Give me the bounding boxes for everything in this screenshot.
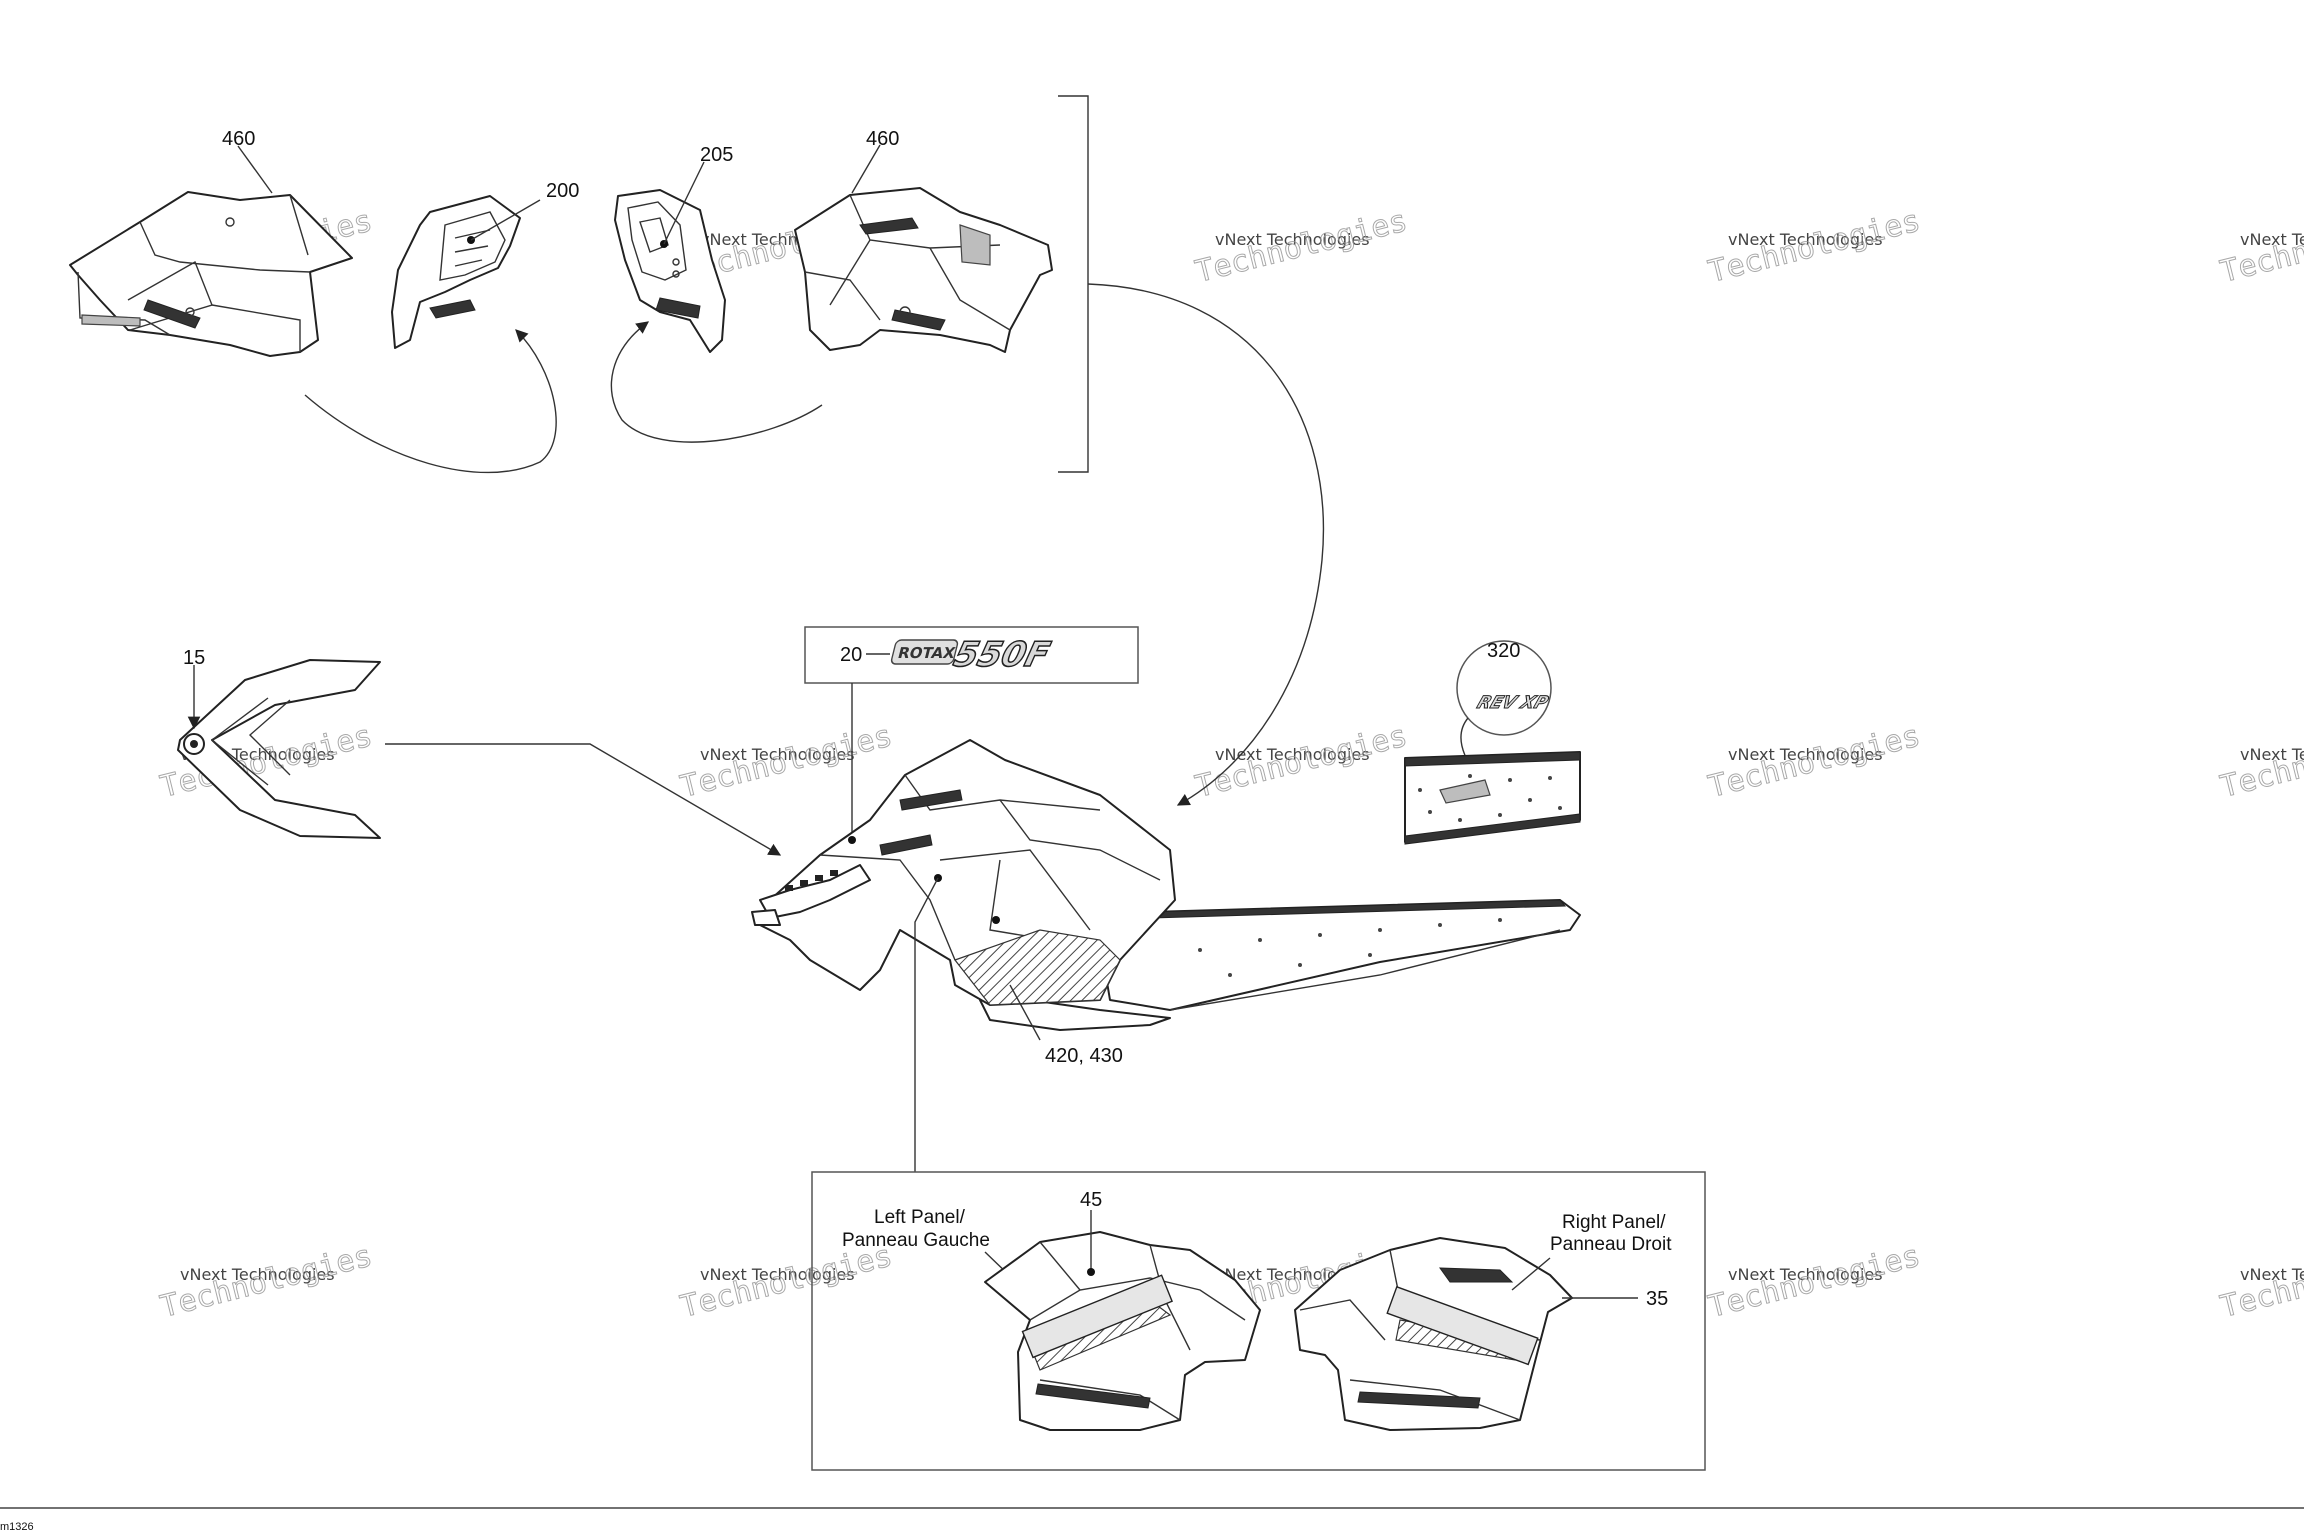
nose-cap-group: 15 — [177, 647, 782, 856]
main-sled-body — [751, 739, 1581, 1031]
figure-reference: m1326 — [0, 1521, 34, 1533]
callout-15: 15 — [183, 647, 205, 669]
svg-text:vNext Technologies: vNext Technologies — [1728, 745, 1883, 764]
watermark: vNext Technologies Technologies — [2216, 1238, 2304, 1325]
svg-text:ROTAX: ROTAX — [896, 644, 957, 662]
xp-logo: REV XP — [1474, 693, 1552, 713]
svg-text:vNext Technologies: vNext Technologies — [2240, 230, 2304, 249]
svg-text:vNext Technologies: vNext Technologies — [2240, 1265, 2304, 1284]
svg-text:vNext Technologies: vNext Technologies — [700, 745, 855, 764]
side-panels-box: Left Panel/ Panneau Gauche 45 Right Pane… — [811, 1171, 1706, 1471]
watermark: vNext Technologies Technologies — [676, 1238, 896, 1325]
callout-460-right: 460 — [866, 128, 899, 150]
watermark: vNext Technologies Technologies — [156, 1238, 376, 1325]
svg-text:REV XP: REV XP — [1474, 693, 1551, 712]
right-panel-label: Right Panel/ — [1562, 1212, 1666, 1233]
callout-20: 20 — [840, 644, 862, 666]
rotax-decal-box: 20 ROTAX 550F — [804, 626, 1139, 840]
watermark-layer: vNext Technologies Technologies vNext Te… — [156, 203, 2304, 1325]
svg-text:550F: 550F — [950, 635, 1054, 674]
inner-panel-205 — [614, 189, 726, 353]
svg-text:Technologies: Technologies — [2217, 203, 2304, 289]
callout-320: 320 — [1487, 640, 1520, 662]
callout-460-left: 460 — [222, 128, 255, 150]
right-panel-label-fr: Panneau Droit — [1550, 1234, 1672, 1255]
callout-420-430: 420, 430 — [1045, 1045, 1123, 1067]
xp-decal-group: 320 REV XP — [1404, 640, 1581, 845]
left-panel-label: Left Panel/ — [874, 1207, 966, 1228]
svg-text:vNext Technologies: vNext Technologies — [1215, 745, 1370, 764]
callout-35: 35 — [1646, 1288, 1668, 1310]
svg-text:vNext Technologies: vNext Technologies — [2240, 745, 2304, 764]
watermark: vNext Technologies Technologies — [1704, 203, 1924, 290]
side-panel-left — [69, 191, 353, 357]
svg-text:Technologies: Technologies — [2217, 1238, 2304, 1324]
watermark: vNext Technologies Technologies — [2216, 718, 2304, 805]
left-side-panel — [984, 1231, 1261, 1431]
rotax-logo: ROTAX 550F — [890, 635, 1055, 676]
callout-205: 205 — [700, 144, 733, 166]
svg-text:vNext Technologies: vNext Technologies — [700, 1265, 855, 1284]
inner-panel-200 — [391, 195, 521, 349]
svg-text:vNext Technologies: vNext Technologies — [1215, 230, 1370, 249]
svg-text:vNext Technologies: vNext Technologies — [180, 1265, 335, 1284]
left-panel-label-fr: Panneau Gauche — [842, 1230, 990, 1251]
watermark: vNext Technologies Technologies — [1191, 718, 1411, 805]
watermark: vNext Technologies Technologies — [1191, 203, 1411, 290]
watermark: vNext Technologies Technologies — [676, 718, 896, 805]
upper-panels-group: 460 200 205 — [69, 95, 1325, 806]
side-panel-right — [794, 187, 1053, 353]
panel-logo-left — [1021, 1274, 1173, 1359]
watermark: vNext Technologies Technologies — [1704, 1238, 1924, 1325]
svg-text:vNext Technologies: vNext Technologies — [1728, 1265, 1883, 1284]
right-side-panel — [1294, 1237, 1573, 1431]
callout-200: 200 — [546, 180, 579, 202]
svg-text:Technologies: Technologies — [2217, 718, 2304, 804]
watermark: vNext Technologies Technologies — [1704, 718, 1924, 805]
svg-text:vNext Technologies: vNext Technologies — [1728, 230, 1883, 249]
panel-logo-right — [1386, 1285, 1539, 1366]
watermark: vNext Technologies Technologies — [2216, 203, 2304, 290]
callout-45: 45 — [1080, 1189, 1102, 1211]
